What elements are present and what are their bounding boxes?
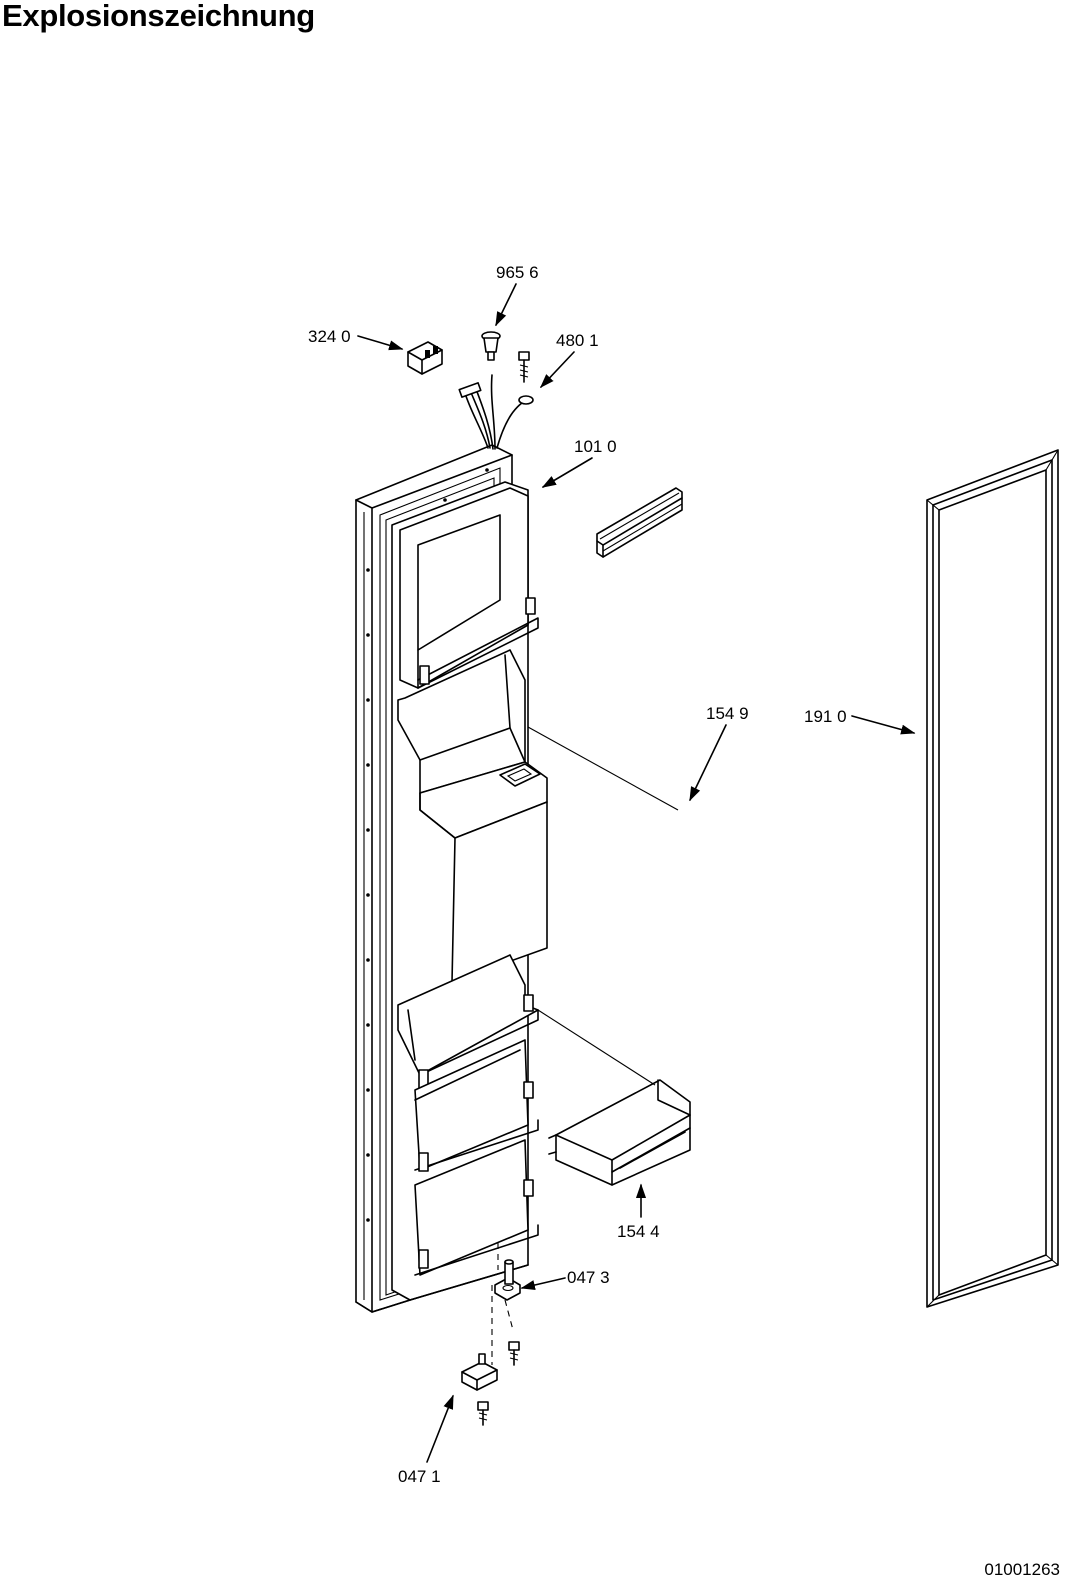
part-label-047-3: 047 3 [567,1268,610,1287]
rail-trim-icon [596,487,683,558]
part-label-324-0: 324 0 [308,327,351,346]
door-liner-assembly-icon [355,444,548,1313]
lower-hinge-bracket-icon [461,1353,498,1426]
plug-grommet-icon [481,331,501,361]
part-label-101-0: 101 0 [574,437,617,456]
door-bin-icon [548,1079,691,1186]
part-label-965-6: 965 6 [496,263,539,282]
part-label-154-9: 154 9 [706,704,749,723]
door-gasket-icon [926,449,1059,1308]
part-label-047-1: 047 1 [398,1467,441,1486]
page-title: Explosionszeichnung [2,0,315,33]
wire-harness [458,374,531,450]
part-label-191-0: 191 0 [804,707,847,726]
ground-screw-icon [518,351,534,405]
upper-hinge-pin-icon [494,1259,521,1301]
leader-arrows [357,283,916,1463]
flange-holes [366,468,489,1222]
dashed-axis-screw [504,1299,514,1331]
part-label-154-4: 154 4 [617,1222,660,1241]
connector-block-icon [407,341,443,375]
part-label-480-1: 480 1 [556,331,599,350]
document-number: 01001263 [984,1560,1060,1579]
leader-rail [527,726,679,811]
hinge-screw-icon [508,1341,520,1366]
leader-bin [537,1009,656,1086]
